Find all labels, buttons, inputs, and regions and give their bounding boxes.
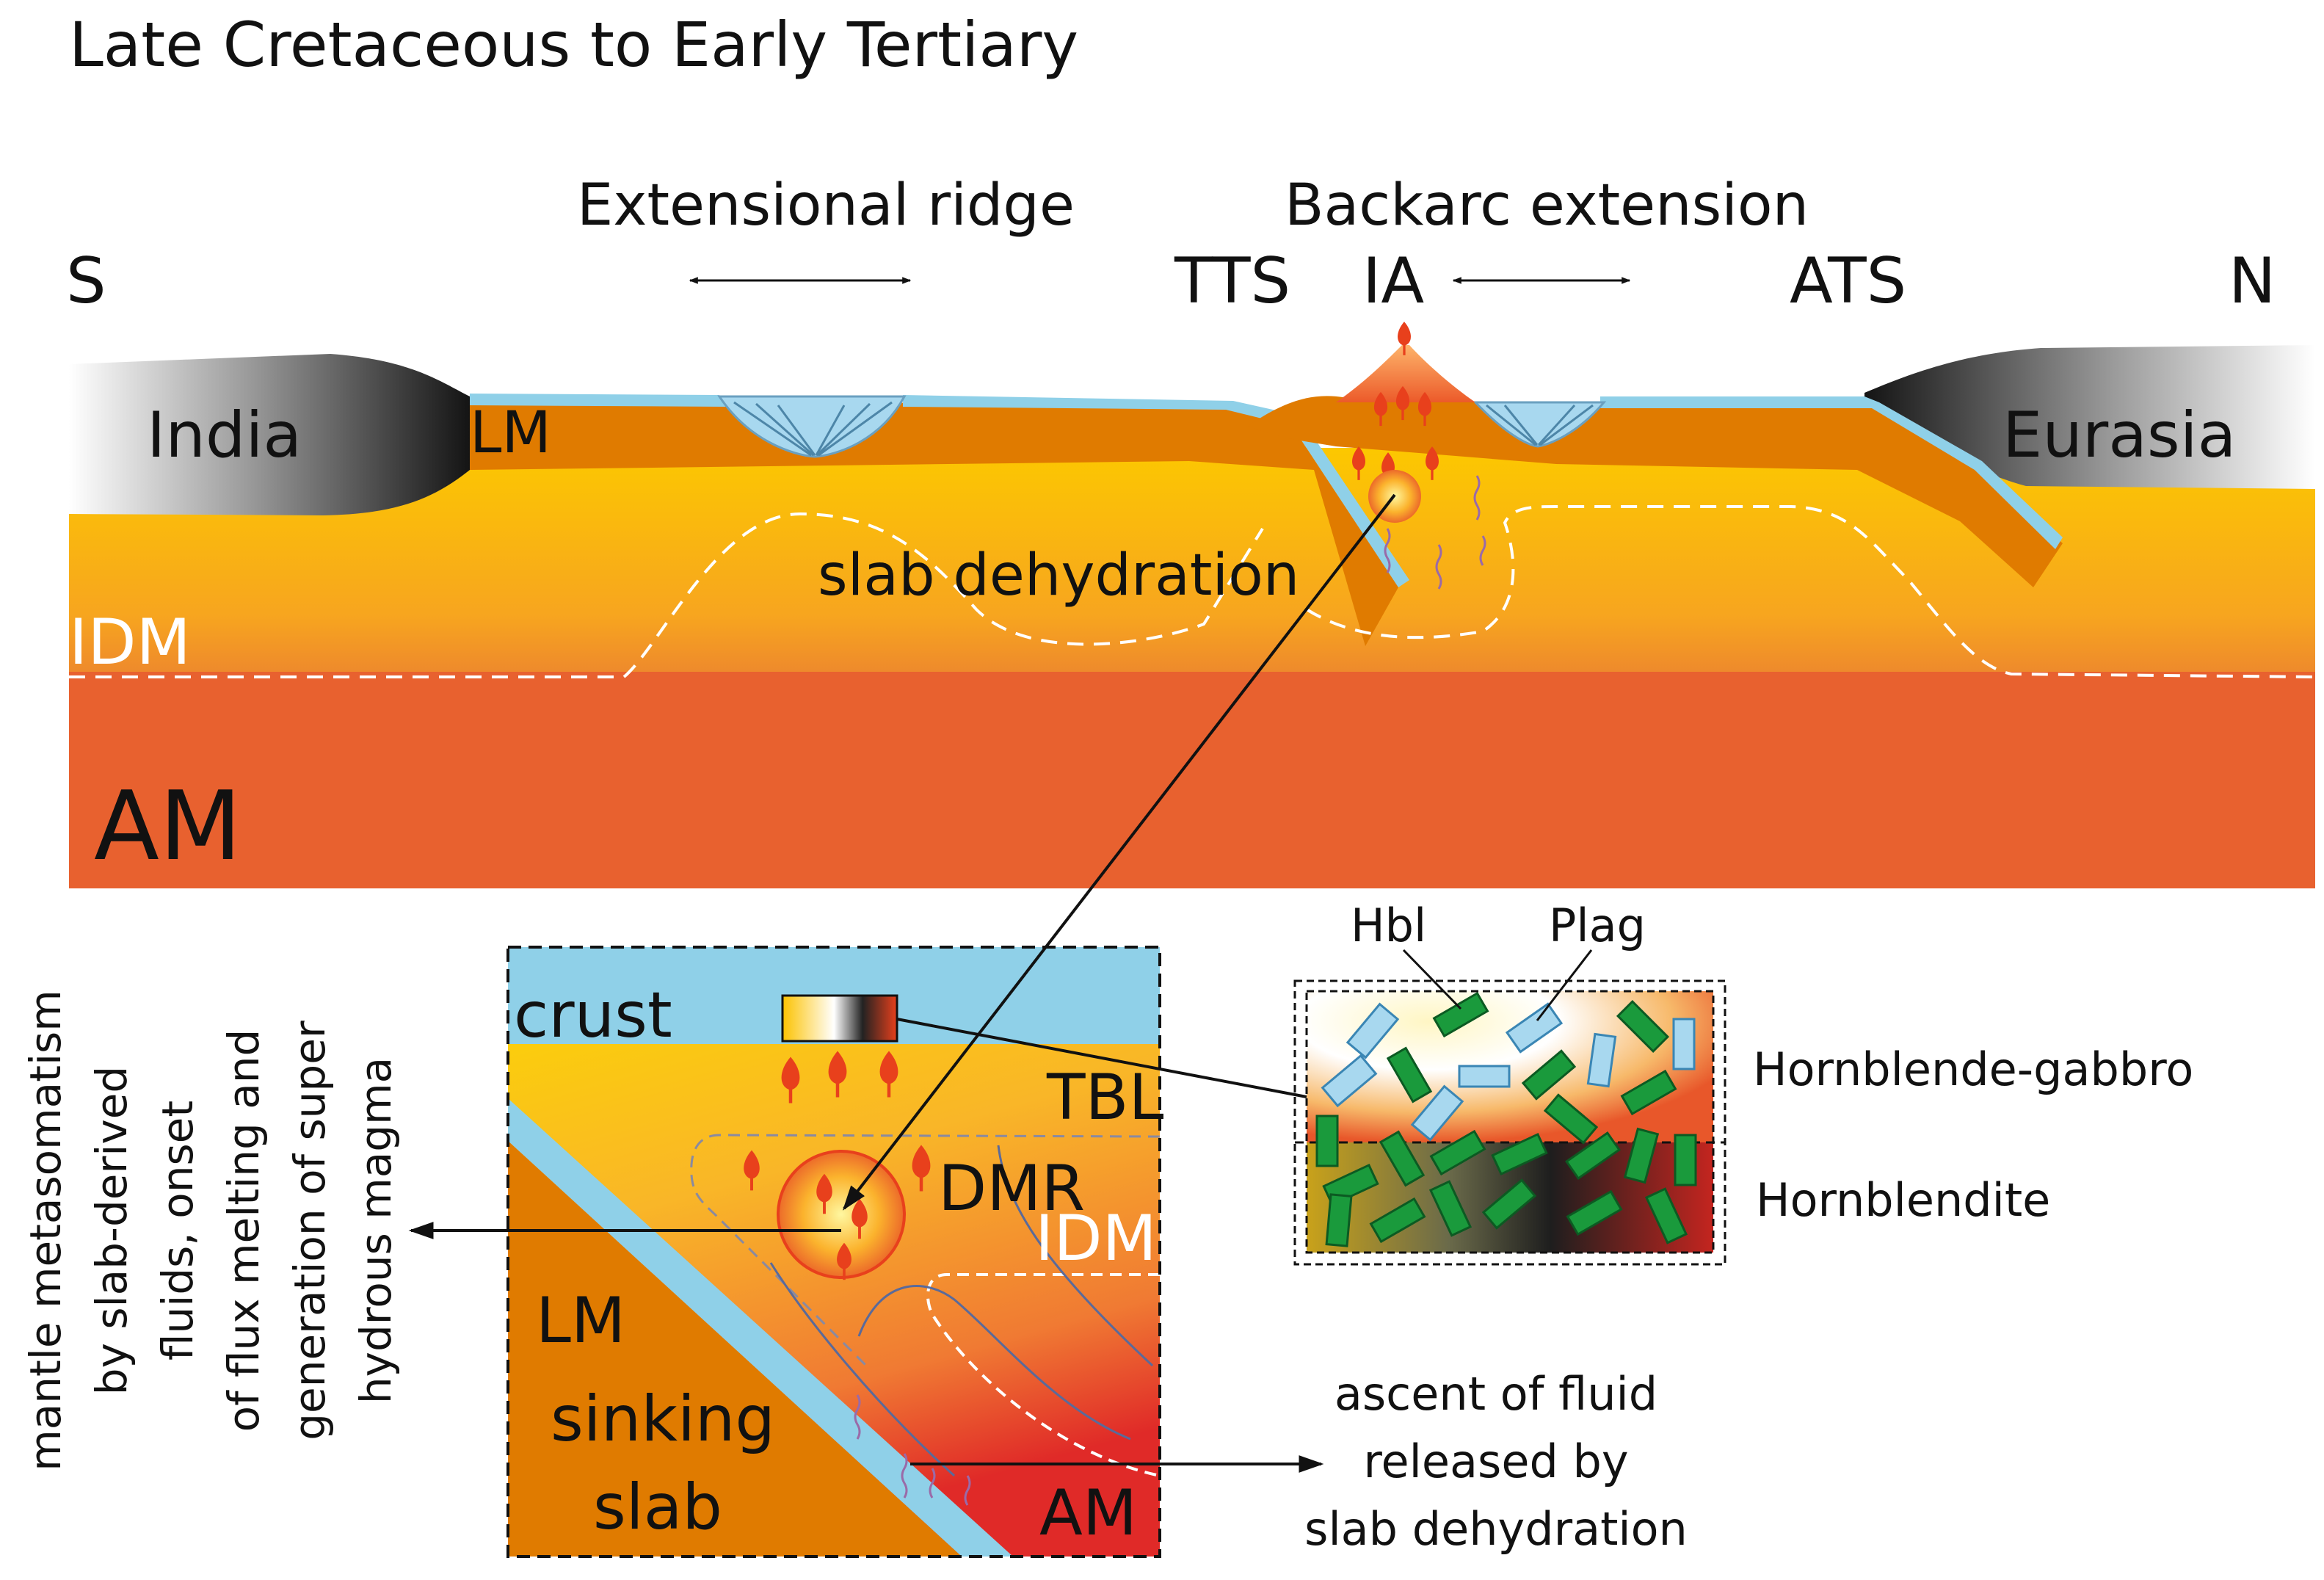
inset-slab-label: slab bbox=[593, 1471, 722, 1544]
sample-swatch bbox=[781, 994, 898, 1043]
ridge-faults bbox=[733, 401, 893, 457]
south-label: S bbox=[66, 244, 106, 318]
backarc-extension-label: Backarc extension bbox=[1285, 173, 1809, 239]
inset-fluid-squiggles bbox=[854, 1394, 971, 1506]
backarc-basin bbox=[1473, 401, 1607, 448]
eurasia-label: Eurasia bbox=[2002, 399, 2236, 472]
inset-sinking-label: sinking bbox=[551, 1382, 775, 1456]
india-label: India bbox=[147, 399, 302, 472]
zoom-arrow bbox=[842, 493, 1396, 1211]
diagram-title: Late Cretaceous to Early Tertiary bbox=[69, 9, 1078, 81]
ats-label: ATS bbox=[1790, 244, 1906, 318]
metasomatism-note-line: fluids, onset bbox=[153, 1101, 203, 1360]
crust-left bbox=[470, 394, 727, 407]
india-block bbox=[69, 354, 470, 515]
inset-slab-crust bbox=[508, 1098, 1013, 1557]
backarc-faults bbox=[1486, 404, 1594, 446]
inset-am-label: AM bbox=[1039, 1476, 1137, 1550]
tts-label: TTS bbox=[1174, 244, 1290, 318]
inset-flow-lines bbox=[769, 1145, 1154, 1477]
inset-slab-lm bbox=[508, 1141, 962, 1557]
metasomatism-note-line: generation of super bbox=[285, 1021, 335, 1441]
swatch-connector bbox=[896, 1018, 1307, 1098]
inset-crust-label: crust bbox=[514, 979, 672, 1052]
inset-lm-label: LM bbox=[536, 1284, 625, 1358]
inset-idm-outline bbox=[926, 1273, 1161, 1477]
subduction-inset: crust TBL DMR IDM LM sinking slab AM bbox=[506, 946, 1164, 1558]
fluid-note-line: slab dehydration bbox=[1304, 1502, 1688, 1556]
volcanic-arc bbox=[1336, 345, 1475, 402]
slab-dehydration-label: slab dehydration bbox=[818, 543, 1299, 609]
plagioclase-crystals bbox=[1321, 1002, 1696, 1142]
hornblendite-label: Hornblendite bbox=[1756, 1173, 2050, 1227]
extensional-ridge-label: Extensional ridge bbox=[577, 173, 1075, 239]
metasomatism-note-line: of flux melting and bbox=[219, 1029, 269, 1432]
metasomatism-note-line: by slab-derived bbox=[87, 1066, 137, 1395]
hornblende-gabbro-label: Hornblende-gabbro bbox=[1753, 1043, 2193, 1096]
rock-frame-outer bbox=[1293, 979, 1726, 1266]
hornblende-crystals bbox=[1315, 991, 1697, 1247]
metasomatism-note-line: hydrous magma bbox=[351, 1057, 401, 1404]
fluid-note-line: ascent of fluid bbox=[1335, 1367, 1657, 1421]
lithosphere-left bbox=[470, 399, 1398, 646]
cross-section: Extensional ridge Backarc extension S N … bbox=[66, 173, 2316, 888]
inset-melt-zone bbox=[777, 1150, 906, 1279]
fluid-squiggles bbox=[1384, 475, 1486, 590]
asthenosphere-band bbox=[69, 668, 2315, 888]
fluid-ascent-note: ascent of fluid released by slab dehydra… bbox=[1304, 1367, 1688, 1556]
metasomatism-note: mantle metasomatism by slab-derived flui… bbox=[21, 990, 401, 1471]
north-label: N bbox=[2229, 244, 2276, 318]
lm-label: LM bbox=[470, 400, 551, 466]
inset-tbl-label: TBL bbox=[1046, 1061, 1164, 1134]
inset-frame bbox=[506, 946, 1161, 1558]
eurasia-block bbox=[1864, 345, 2315, 489]
plag-leader bbox=[1536, 949, 1593, 1021]
plag-label: Plag bbox=[1549, 899, 1646, 952]
hbl-label: Hbl bbox=[1351, 899, 1426, 952]
idm-label: IDM bbox=[69, 606, 191, 679]
metasomatism-note-line: mantle metasomatism bbox=[21, 990, 70, 1471]
idm-boundary bbox=[69, 505, 2316, 678]
lithosphere-right bbox=[1248, 396, 2063, 587]
rock-frame-inner bbox=[1305, 990, 1715, 1254]
inset-idm-label: IDM bbox=[1035, 1202, 1157, 1275]
inset-dmr-label: DMR bbox=[938, 1152, 1085, 1225]
fluid-note-line: released by bbox=[1363, 1435, 1628, 1488]
ia-label: IA bbox=[1362, 244, 1424, 318]
am-label: AM bbox=[94, 770, 242, 882]
hbl-leader bbox=[1402, 949, 1462, 1010]
mineral-panel: Hbl Plag Hornblende-gabbro Hornblendite bbox=[1293, 899, 2193, 1266]
